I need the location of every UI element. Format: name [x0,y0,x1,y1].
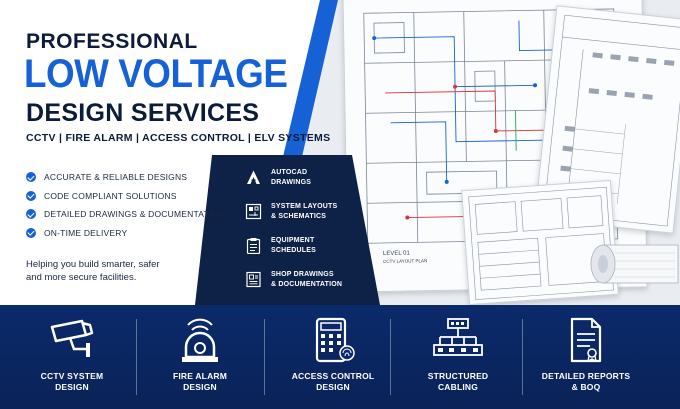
feature-label: ACCURATE & RELIABLE DESIGNS [44,172,188,183]
check-icon [26,227,36,238]
service-label: SHOP DRAWINGS [271,271,334,278]
keypad-icon [315,317,355,363]
category-divider [264,319,265,395]
category-label: STRUCTURED [427,371,489,381]
check-icon [26,190,36,201]
category-divider [390,319,391,395]
systems-subtitle: CCTV | FIRE ALARM | ACCESS CONTROL | ELV… [26,132,331,144]
service-label: AUTOCAD [271,169,308,176]
detail-drawing [468,186,614,300]
service-label: DRAWINGS [271,179,312,186]
clipboard-icon [246,238,261,254]
fire-alarm-icon [182,318,218,362]
service-item-autocad: AUTOCAD DRAWINGS [245,168,342,202]
tagline: Helping you build smarter, safer and mor… [26,258,176,284]
headline-design-services: DESIGN SERVICES [26,99,260,127]
headline-low-voltage: LOW VOLTAGE [24,52,288,96]
feature-item: DETAILED DRAWINGS & DOCUMENTATION [26,205,225,224]
service-label: & DOCUMENTATION [271,281,343,288]
service-label: EQUIPMENT [271,237,315,244]
report-icon [570,317,602,363]
feature-label: DETAILED DRAWINGS & DOCUMENTATION [44,209,225,220]
category-label: DESIGN [55,382,89,392]
network-switch-icon [433,318,483,356]
category-label: DESIGN [183,382,217,392]
feature-item: CODE COMPLIANT SOLUTIONS [26,187,225,206]
feature-label: CODE COMPLIANT SOLUTIONS [44,190,177,201]
feature-item: ON-TIME DELIVERY [26,224,225,243]
service-item-shop-drawings: SHOP DRAWINGS & DOCUMENTATION [245,270,342,304]
service-label: & SCHEMATICS [271,213,327,220]
layout-icon [245,203,262,220]
category-label: DESIGN [316,382,350,392]
cctv-camera-icon [50,319,94,357]
detail-sheet [461,179,619,305]
feature-label: ON-TIME DELIVERY [44,227,128,238]
category-label: ACCESS CONTROL [291,371,375,381]
feature-item: ACCURATE & RELIABLE DESIGNS [26,168,225,187]
tagline-line: and more secure facilities. [26,272,137,283]
category-label: FIRE ALARM [172,371,228,381]
service-list: AUTOCAD DRAWINGS SYSTEM LAYOUTS & SCHEMATI… [245,168,342,304]
check-icon [26,209,36,220]
service-label: SCHEDULES [271,247,316,254]
service-item-layouts: SYSTEM LAYOUTS & SCHEMATICS [245,202,342,236]
category-divider [136,319,137,395]
service-item-schedules: EQUIPMENT SCHEDULES [245,236,342,270]
rolled-blueprint [590,244,679,284]
category-label: CCTV SYSTEM [40,371,104,381]
autocad-icon [247,170,260,184]
category-reports: DETAILED REPORTS& BOQ [536,305,636,409]
plan-label: CCTV LAYOUT PLAN [383,258,427,264]
category-label: CABLING [437,382,479,392]
category-divider [522,319,523,395]
feature-list: ACCURATE & RELIABLE DESIGNS CODE COMPLIA… [26,168,225,242]
tagline-line: Helping you build smarter, safer [26,259,160,270]
check-icon [26,172,36,183]
shop-drawing-icon [246,271,261,288]
service-label: SYSTEM LAYOUTS [271,203,338,210]
category-label: & BOQ [571,382,601,392]
headline-professional: PROFESSIONAL [26,30,198,53]
left-panel-shape [0,0,380,305]
category-label: DETAILED REPORTS [541,371,631,381]
level-label: LEVEL 01 [383,250,411,256]
